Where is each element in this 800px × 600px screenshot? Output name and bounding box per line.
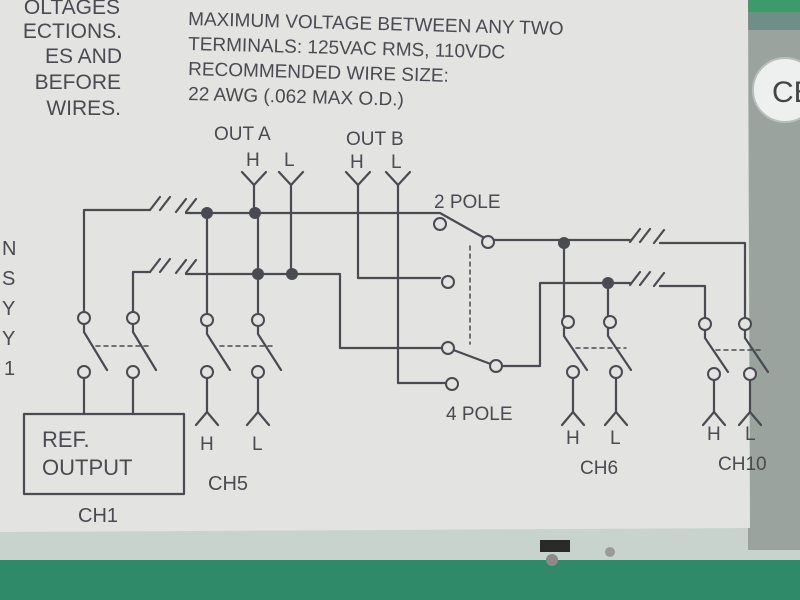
warning-line: ES AND <box>45 45 122 68</box>
out-a-l: L <box>284 150 295 171</box>
out-a-h: H <box>246 150 260 171</box>
svg-text:Y: Y <box>2 298 15 320</box>
top-bus-wire <box>82 208 152 314</box>
ch10-label: CH10 <box>718 454 767 475</box>
ch5-h: H <box>200 434 214 455</box>
ch10-h: H <box>707 424 721 445</box>
two-pole-label: 2 POLE <box>434 192 501 213</box>
warning-text-block: OLTAGES ECTIONS. ES AND BEFORE WIRES. <box>23 0 122 120</box>
four-pole-label: 4 POLE <box>446 404 513 425</box>
ce-mark-badge <box>752 57 800 123</box>
ref-output-line: REF. <box>42 427 90 452</box>
ch5-l: L <box>252 434 263 455</box>
ch5-label: CH5 <box>208 473 248 495</box>
connector-break-right-mid <box>628 270 666 288</box>
out-a-label: OUT A <box>214 124 271 145</box>
ce-mark: CE <box>772 76 800 109</box>
ch6-h: H <box>566 428 580 449</box>
svg-text:Y: Y <box>2 328 15 350</box>
ref-output-line: OUTPUT <box>42 455 132 480</box>
ch1-label: CH1 <box>78 505 118 527</box>
edge-letters: N S Y Y 1 <box>2 238 16 380</box>
connector-break-right-top <box>628 227 666 245</box>
ch10-l: L <box>745 424 756 445</box>
solder-component <box>540 540 570 552</box>
out-b-l: L <box>391 152 402 173</box>
warning-line: WIRES. <box>46 97 121 120</box>
out-b-h: H <box>350 152 364 173</box>
connector-break-top <box>148 195 198 214</box>
warning-line: OLTAGES <box>24 0 120 19</box>
terminals <box>77 217 757 391</box>
warning-line: ECTIONS. <box>23 20 122 43</box>
ch6-label: CH6 <box>580 458 618 479</box>
second-bus-wire <box>131 270 152 314</box>
junction-dots <box>201 207 614 289</box>
warning-line: BEFORE <box>35 71 121 94</box>
ref-output-box <box>22 412 186 496</box>
schematic <box>22 170 770 496</box>
label-panel <box>0 0 750 532</box>
ch6-l: L <box>610 428 621 449</box>
svg-text:N: N <box>2 238 16 260</box>
svg-text:S: S <box>2 268 15 290</box>
svg-text:1: 1 <box>4 358 15 380</box>
connector-break-mid <box>148 257 198 275</box>
out-b-label: OUT B <box>346 129 404 150</box>
